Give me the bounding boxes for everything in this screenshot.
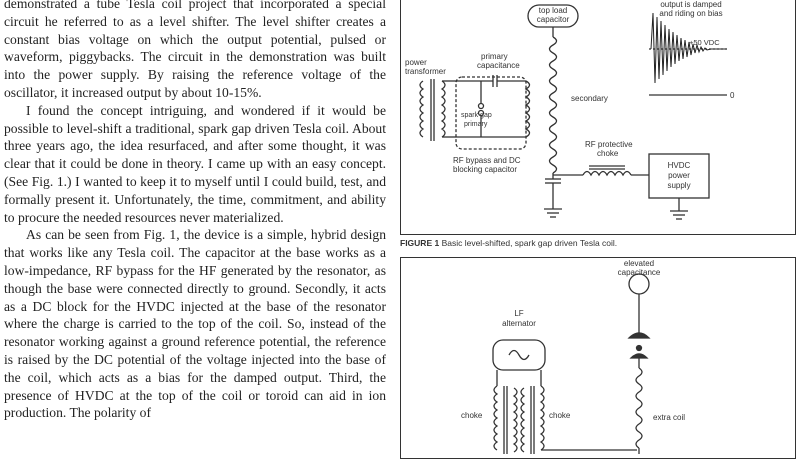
damped-waveform <box>650 12 727 84</box>
bypass-cap-label-2: blocking capacitor <box>453 165 517 174</box>
top-load-label-2: capacitor <box>537 15 570 24</box>
figure-2-svg: elevated capacitance LF alternator choke… <box>461 259 685 454</box>
paragraph-3: As can be seen from Fig. 1, the device i… <box>4 227 386 421</box>
output-note-1: output is damped <box>660 0 721 9</box>
paragraph-2: I found the concept intriguing, and wond… <box>4 102 386 225</box>
hvdc-label-1: HVDC <box>668 161 691 170</box>
secondary-coil <box>548 36 558 174</box>
figure-1-caption-label: FIGURE 1 <box>400 238 440 248</box>
rf-choke-label-2: choke <box>597 149 619 158</box>
spark-gap-label-1: spark gap <box>461 112 492 119</box>
rf-choke-coil <box>582 170 632 177</box>
choke-left-coil <box>493 385 499 451</box>
zero-label: 0 <box>730 91 735 100</box>
elevated-capacitance <box>628 273 650 295</box>
elevated-label-2: capacitance <box>618 268 661 277</box>
power-transformer-label-1: power <box>405 58 427 67</box>
choke-left-label: choke <box>461 411 483 420</box>
primary-capacitance-label-2: capacitance <box>477 61 520 70</box>
spark-terminal <box>627 332 651 339</box>
choke-right-coil <box>539 385 545 451</box>
power-transformer-label-2: transformer <box>405 67 446 76</box>
lf-alternator-label-2: alternator <box>502 319 536 328</box>
top-load-label-1: top load <box>539 6 567 15</box>
spark-gap <box>477 102 485 110</box>
hvdc-label-2: power <box>668 171 690 180</box>
transformer-primary-coil <box>419 80 425 138</box>
secondary-label: secondary <box>571 94 608 103</box>
lf-alternator-label-1: LF <box>514 309 523 318</box>
lf-alternator <box>492 339 546 371</box>
article-text-column: demonstrated a tube Tesla coil project t… <box>4 0 386 455</box>
primary-coil <box>524 80 531 138</box>
paragraph-1: demonstrated a tube Tesla coil project t… <box>4 0 386 100</box>
elevated-label-1: elevated <box>624 259 654 268</box>
figure-1-schematic: top load capacitor output is damped and … <box>400 0 796 235</box>
figure-2-schematic: elevated capacitance LF alternator choke… <box>400 257 796 459</box>
hvdc-label-3: supply <box>667 181 690 190</box>
rf-choke-label-1: RF protective <box>585 140 633 149</box>
output-note-2: and riding on bias <box>659 9 722 18</box>
transformer-secondary-coil <box>440 80 446 138</box>
figure-1-svg: top load capacitor output is damped and … <box>405 0 735 220</box>
sine-symbol <box>508 349 530 361</box>
extra-coil <box>635 367 643 449</box>
extra-coil-label: extra coil <box>653 413 685 422</box>
bias-voltage-label: +50 VDC <box>689 38 720 47</box>
spark-gap-label-2: primary <box>464 121 488 128</box>
figure-1-caption: FIGURE 1 Basic level-shifted, spark gap … <box>400 238 794 248</box>
choke-right-label: choke <box>549 411 571 420</box>
figure-1-caption-text: Basic level-shifted, spark gap driven Te… <box>439 238 618 248</box>
primary-capacitance-label-1: primary <box>481 52 508 61</box>
bypass-cap-label-1: RF bypass and DC <box>453 156 521 165</box>
